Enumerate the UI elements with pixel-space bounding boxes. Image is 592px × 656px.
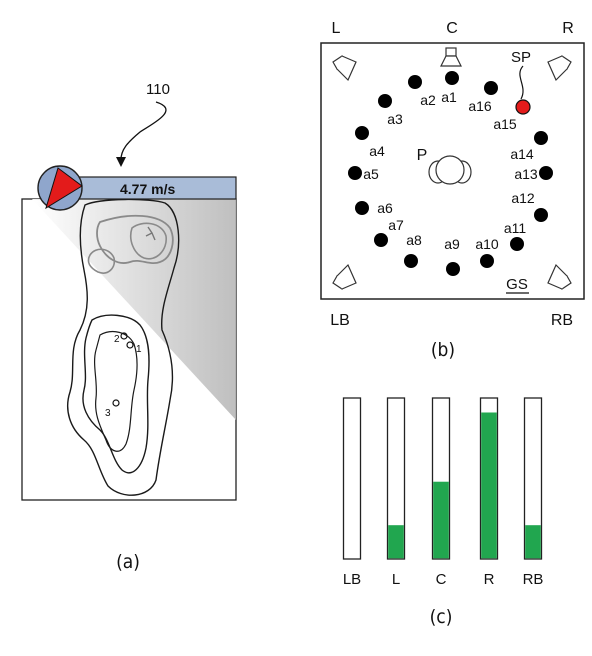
dot-a6 — [355, 201, 369, 215]
dot-a1 — [445, 71, 459, 85]
label-a8: a8 — [406, 232, 422, 248]
dot-a11 — [510, 237, 524, 251]
listener-label: P — [417, 147, 428, 164]
label-a2: a2 — [420, 92, 436, 108]
label-a13: a13 — [514, 166, 538, 182]
person-icon — [428, 155, 472, 185]
marker-circle-3 — [112, 399, 120, 407]
bar-fill-c — [433, 481, 449, 559]
panel-b-caption: (b) — [431, 339, 455, 361]
marker-label-1: 1 — [136, 344, 142, 355]
speed-readout: 4.77 m/s — [120, 181, 175, 197]
bar-fill-rb — [525, 525, 541, 559]
direction-indicator-icon — [37, 165, 83, 211]
corner-label-C: C — [446, 20, 458, 37]
field-of-view-shading — [32, 199, 236, 420]
dot-a2 — [408, 75, 422, 89]
bar-frame-lb — [342, 397, 362, 560]
dot-a13 — [539, 166, 553, 180]
label-a6: a6 — [377, 200, 393, 216]
sp-leader-line — [519, 65, 524, 100]
speaker-icon-L — [332, 55, 357, 82]
marker-label-2: 2 — [114, 334, 120, 345]
bar-label-rb: RB — [523, 571, 544, 588]
speaker-icon-LB — [332, 263, 357, 290]
label-a1: a1 — [441, 89, 457, 105]
dot-a8 — [404, 254, 418, 268]
terrain-outline — [66, 198, 180, 496]
level-bar-labels: LB L C R RB — [343, 571, 544, 588]
bar-label-r: R — [484, 571, 495, 588]
bar-frame-rb — [523, 397, 543, 560]
marker-circle-1 — [126, 341, 134, 349]
bar-fill-r — [481, 412, 497, 559]
corner-label-RB: RB — [551, 312, 573, 329]
speaker-icon-R — [547, 55, 572, 82]
label-a3: a3 — [387, 111, 403, 127]
label-a16: a16 — [468, 98, 492, 114]
dot-a10 — [480, 254, 494, 268]
panel-c-caption: (c) — [430, 606, 453, 628]
sp-label: SP — [511, 49, 531, 66]
label-a12: a12 — [511, 190, 535, 206]
dot-a7 — [374, 233, 388, 247]
label-a9: a9 — [444, 236, 460, 252]
label-a15: a15 — [493, 116, 517, 132]
shape-markers: 1 2 3 — [105, 332, 142, 419]
marker-circle-2 — [120, 332, 128, 340]
panel-c: LB L C R RB (c) — [342, 397, 544, 628]
bar-label-l: L — [392, 571, 400, 588]
bar-label-lb: LB — [343, 571, 361, 588]
dot-a5 — [348, 166, 362, 180]
position-labels: a1 a2 a3 a4 a5 a6 a7 a8 a9 a10 a11 a12 a… — [363, 89, 538, 252]
dot-a9 — [446, 262, 460, 276]
speaker-icon-C — [440, 47, 462, 67]
reference-number: 110 — [146, 81, 170, 98]
position-dots — [348, 71, 553, 276]
dot-a16 — [484, 81, 498, 95]
label-a10: a10 — [475, 236, 499, 252]
corner-label-L: L — [332, 20, 341, 37]
dot-a4 — [355, 126, 369, 140]
bar-label-c: C — [436, 571, 447, 588]
label-a7: a7 — [388, 217, 404, 233]
gs-label: GS — [506, 276, 528, 293]
label-a14: a14 — [510, 146, 534, 162]
dot-sp — [515, 99, 531, 115]
bar-fill-l — [388, 525, 404, 559]
reference-arrowhead — [116, 157, 126, 167]
label-a4: a4 — [369, 143, 385, 159]
panel-b: L C R LB RB P — [320, 20, 585, 361]
marker-label-3: 3 — [105, 408, 111, 419]
label-a11: a11 — [504, 220, 527, 236]
bar-frame-l — [386, 397, 406, 560]
panel-a-caption: (a) — [116, 551, 140, 573]
corner-label-LB: LB — [330, 312, 350, 329]
speaker-icon-RB — [547, 263, 572, 290]
reference-leader-line — [120, 101, 167, 163]
dot-a3 — [378, 94, 392, 108]
label-a5: a5 — [363, 166, 379, 182]
level-bars — [342, 397, 543, 560]
dot-a12 — [534, 208, 548, 222]
dot-a14 — [534, 131, 548, 145]
panel-a: 110 1 2 3 4.77 m/s — [21, 81, 237, 573]
corner-label-R: R — [562, 20, 574, 37]
